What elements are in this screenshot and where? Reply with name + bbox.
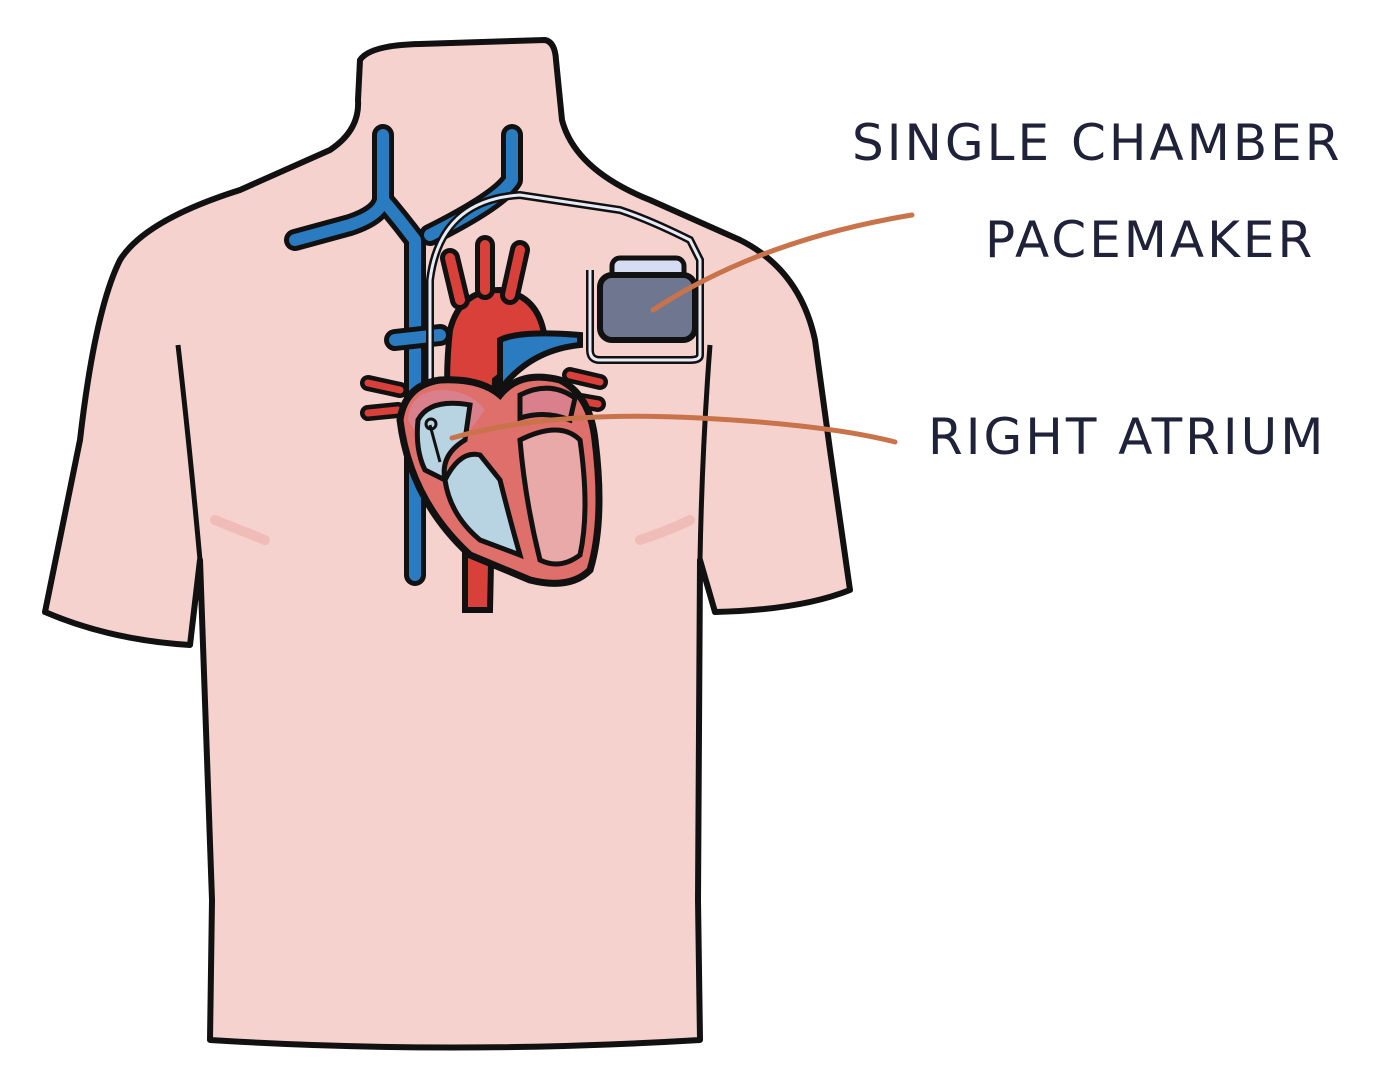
pacemaker-label-line1: SINGLE CHAMBER <box>852 114 1343 172</box>
torso <box>42 37 853 1051</box>
pacemaker-label-line2: PACEMAKER <box>985 211 1316 269</box>
pacemaker-leader-line <box>650 212 915 313</box>
pacemaker-device <box>597 255 698 343</box>
right-atrium <box>414 400 473 485</box>
right-atrium-leader-line <box>449 413 898 445</box>
heart <box>396 373 603 587</box>
right-atrium-label: RIGHT ATRIUM <box>928 408 1327 466</box>
